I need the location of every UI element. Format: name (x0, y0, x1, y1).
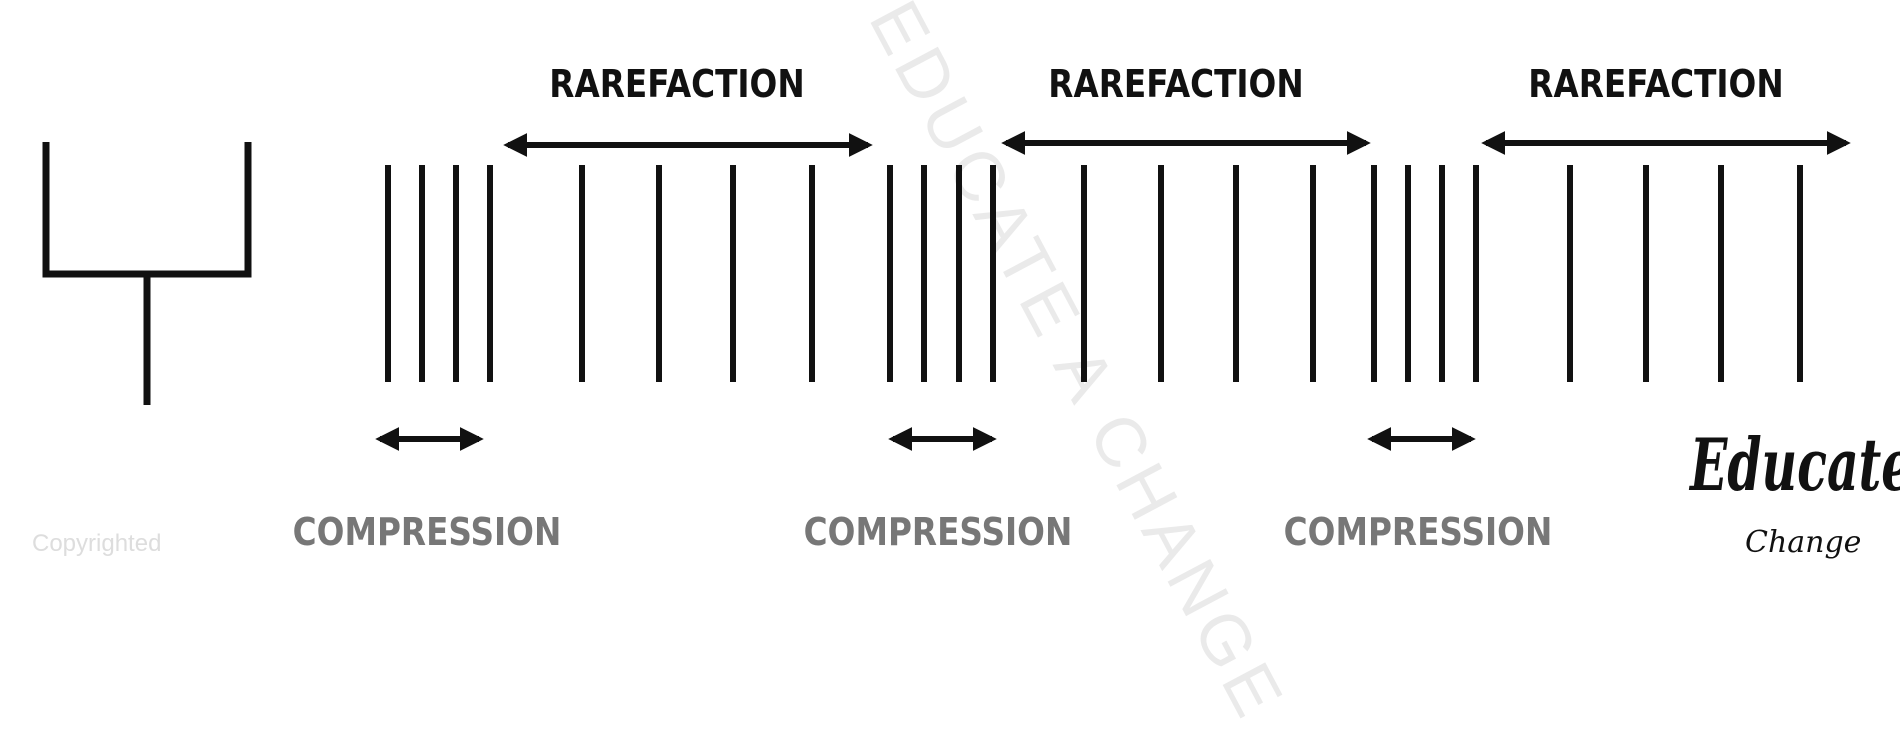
logo-line1: Educate (1690, 422, 1900, 507)
rarefaction-label: RAREFACTION (1048, 62, 1304, 106)
compression-label: COMPRESSION (803, 510, 1073, 554)
copyright-text: Copyrighted (32, 530, 162, 557)
rarefaction-arrows (503, 131, 1851, 157)
compression-label: COMPRESSION (1283, 510, 1553, 554)
tuning-fork (42, 142, 252, 405)
rarefaction-label: RAREFACTION (549, 62, 805, 106)
educate-change-logo: Educate Change (1690, 425, 1900, 600)
rarefaction-label: RAREFACTION (1528, 62, 1784, 106)
logo-line2: Change (1745, 525, 1862, 560)
wave-diagram (42, 131, 1851, 451)
compression-label: COMPRESSION (292, 510, 562, 554)
